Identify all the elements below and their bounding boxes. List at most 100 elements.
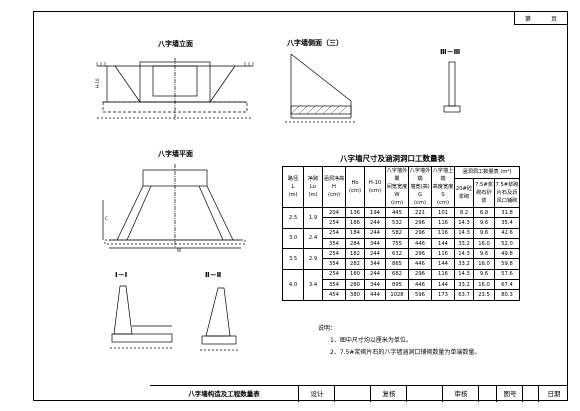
table-cell: 9.6 xyxy=(473,248,495,260)
table-cell: 31.8 xyxy=(494,206,520,219)
table-cell: 35.4 xyxy=(494,217,520,229)
plan-view-title: 八字墙平面 xyxy=(158,150,193,158)
side-view-title: 八字墙侧面（三） xyxy=(287,39,343,47)
plan-dim-c: C xyxy=(105,216,108,221)
table-cell: 582 xyxy=(385,227,409,239)
table-cell-L: 2.5 xyxy=(282,207,304,229)
table-cell: 6.8 xyxy=(473,206,495,219)
table-header-cell: 7.5#浆砌片石及沥风口铺砌 xyxy=(494,177,520,209)
table-cell: 42.6 xyxy=(494,227,520,239)
table-cell: 14.3 xyxy=(454,217,474,229)
date-label: 日期 xyxy=(538,386,569,402)
plan-dim-w: W xyxy=(177,248,181,252)
notes-title: 说明： xyxy=(318,325,337,332)
page-unit: 页 xyxy=(551,16,558,23)
table-cell: 16.0 xyxy=(473,258,495,270)
table-cell: 9.6 xyxy=(473,268,495,281)
table-cell: 244 xyxy=(364,227,386,239)
table-cell: 755 xyxy=(385,237,409,250)
table-cell-Lo: 2.4 xyxy=(303,227,323,250)
approve-label: 审核 xyxy=(442,386,479,402)
note-1: 1、图中尺寸均以厘米为单位。 xyxy=(330,337,412,344)
table-cell: 14.3 xyxy=(454,227,474,239)
table-cell: 244 xyxy=(364,217,386,229)
table-cell: 284 xyxy=(345,237,365,250)
table-cell-Lo: 3.4 xyxy=(303,268,323,301)
table-cell: 14.3 xyxy=(454,268,474,281)
page-number-box: 第 页 xyxy=(514,12,567,25)
table-cell: 344 xyxy=(364,258,386,270)
design-label: 设计 xyxy=(298,386,335,402)
table-cell: 101 xyxy=(431,206,455,219)
side-elevation-drawing xyxy=(285,53,355,123)
table-cell: 282 xyxy=(345,258,365,270)
table-header-cell: 20#砼浆砌 xyxy=(454,177,474,209)
table-cell: 16.0 xyxy=(473,279,495,291)
table-cell: 354 xyxy=(322,279,346,291)
table-cell: 244 xyxy=(364,268,386,281)
table-cell: 280 xyxy=(345,279,365,291)
note-2: 2、7.5#浆砌片石的八字墙涵洞口铺砌数量为单端数量。 xyxy=(330,349,481,356)
table-cell: 296 xyxy=(408,227,432,239)
blank-cell xyxy=(522,386,539,402)
table-cell: 9.6 xyxy=(473,217,495,229)
table-cell: 144 xyxy=(431,258,455,270)
table-cell: 184 xyxy=(345,227,365,239)
table-cell: 446 xyxy=(408,258,432,270)
table-header-cell: Ho(cm) xyxy=(345,166,365,208)
notes: 说明： 1、图中尺寸均以厘米为单位。 2、7.5#浆砌片石的八字墙涵洞口铺砌数量… xyxy=(318,323,480,359)
table-cell: 682 xyxy=(385,268,409,281)
table-cell: 33.2 xyxy=(454,258,474,270)
table-cell: 67.4 xyxy=(494,279,520,291)
table-cell: 380 xyxy=(345,289,365,301)
section-3-drawing xyxy=(443,61,461,113)
table-cell: 296 xyxy=(408,217,432,229)
section-1-drawing xyxy=(110,285,174,349)
table-cell: 116 xyxy=(431,248,455,260)
table-cell: 33.2 xyxy=(454,279,474,291)
table-cell: 144 xyxy=(431,279,455,291)
table-cell-Lo: 1.9 xyxy=(303,207,323,229)
table-cell: 446 xyxy=(408,237,432,250)
section-2-drawing xyxy=(200,287,238,351)
review-label: 复核 xyxy=(370,386,407,402)
table-cell: 895 xyxy=(385,279,409,291)
table-cell: 254 xyxy=(322,268,346,281)
table-cell: 344 xyxy=(364,237,386,250)
table-cell: 194 xyxy=(364,206,386,219)
table-cell: 49.8 xyxy=(494,248,520,260)
table-cell: 116 xyxy=(431,268,455,281)
table-cell: 354 xyxy=(322,258,346,270)
table-cell: 1028 xyxy=(385,289,409,301)
table-cell: 444 xyxy=(364,289,386,301)
table-cell: 52.0 xyxy=(494,237,520,250)
table-cell: 296 xyxy=(408,248,432,260)
table-header-cell: H-10(cm) xyxy=(364,166,386,208)
table-cell: 254 xyxy=(322,248,346,260)
blank-cell xyxy=(406,386,443,402)
table-cell: 632 xyxy=(385,248,409,260)
table-cell: 9.6 xyxy=(473,227,495,239)
drawing-name: 八字墙构造及工程数量表 xyxy=(188,390,260,398)
table-cell: 354 xyxy=(322,237,346,250)
table-cell: 116 xyxy=(431,217,455,229)
table-cell: 59.8 xyxy=(494,258,520,270)
table-cell-L: 4.0 xyxy=(282,268,304,301)
table-header-cell: 7.5#浆砌石砂浆 xyxy=(473,177,495,209)
table-cell-L: 3.5 xyxy=(282,248,304,270)
table-cell: 454 xyxy=(322,289,346,301)
section-3-title: Ⅲ－Ⅲ xyxy=(440,48,461,56)
table-cell: 8.2 xyxy=(454,206,474,219)
table-cell: 57.6 xyxy=(494,268,520,281)
front-dim-h10: H-10 xyxy=(95,78,100,88)
table-cell: 14.3 xyxy=(454,248,474,260)
table-cell: 596 xyxy=(408,289,432,301)
